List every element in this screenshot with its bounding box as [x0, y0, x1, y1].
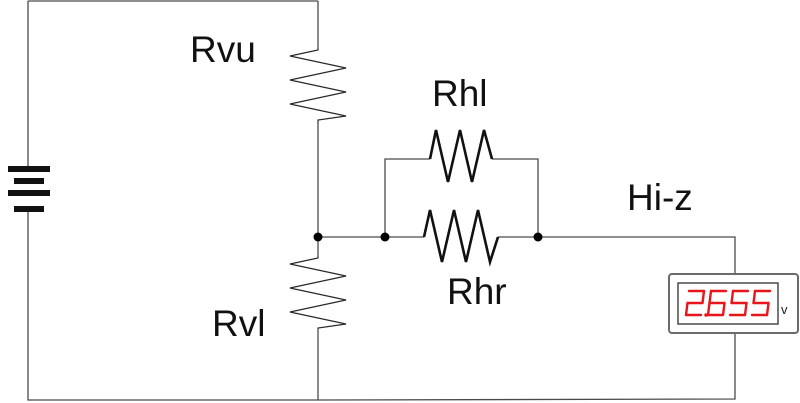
junction-dot-left	[380, 232, 390, 242]
resistor-rhr	[422, 209, 500, 267]
meter-digit-segment-c	[743, 301, 748, 317]
wire-parallel-left	[384, 158, 430, 237]
meter-digit-segment-e	[706, 301, 711, 317]
resistor-rvl	[289, 256, 347, 329]
meter-digit-segment-c	[765, 301, 770, 317]
resistor-rhl	[428, 129, 494, 183]
label-meter: Hi-z	[627, 177, 693, 218]
voltmeter: v	[668, 273, 799, 334]
label-rhl: Rhl	[432, 73, 488, 114]
wire-meter-return	[317, 333, 736, 401]
label-rvu: Rvu	[190, 29, 256, 70]
junction-dot-right	[533, 232, 543, 242]
wire-left-lower	[27, 212, 318, 401]
resistor-rvu	[289, 48, 347, 124]
meter-unit-label: v	[781, 302, 788, 317]
meter-digit-segment-f	[752, 289, 757, 305]
wire-parallel-right	[492, 158, 539, 237]
meter-digit-segment-c	[721, 301, 726, 317]
wire-to-meter	[538, 236, 736, 274]
meter-digit-segment-f	[708, 289, 713, 305]
meter-decimal-point	[704, 313, 708, 317]
meter-digit-segment-e	[684, 301, 689, 317]
junction-dot-center	[313, 232, 323, 242]
label-rvl: Rvl	[212, 303, 265, 344]
label-rhr: Rhr	[447, 271, 507, 312]
meter-digit-segment-f	[730, 289, 735, 305]
meter-digit-segment-b	[701, 289, 706, 305]
meter-digit-display	[684, 289, 772, 317]
battery-icon	[8, 166, 50, 212]
